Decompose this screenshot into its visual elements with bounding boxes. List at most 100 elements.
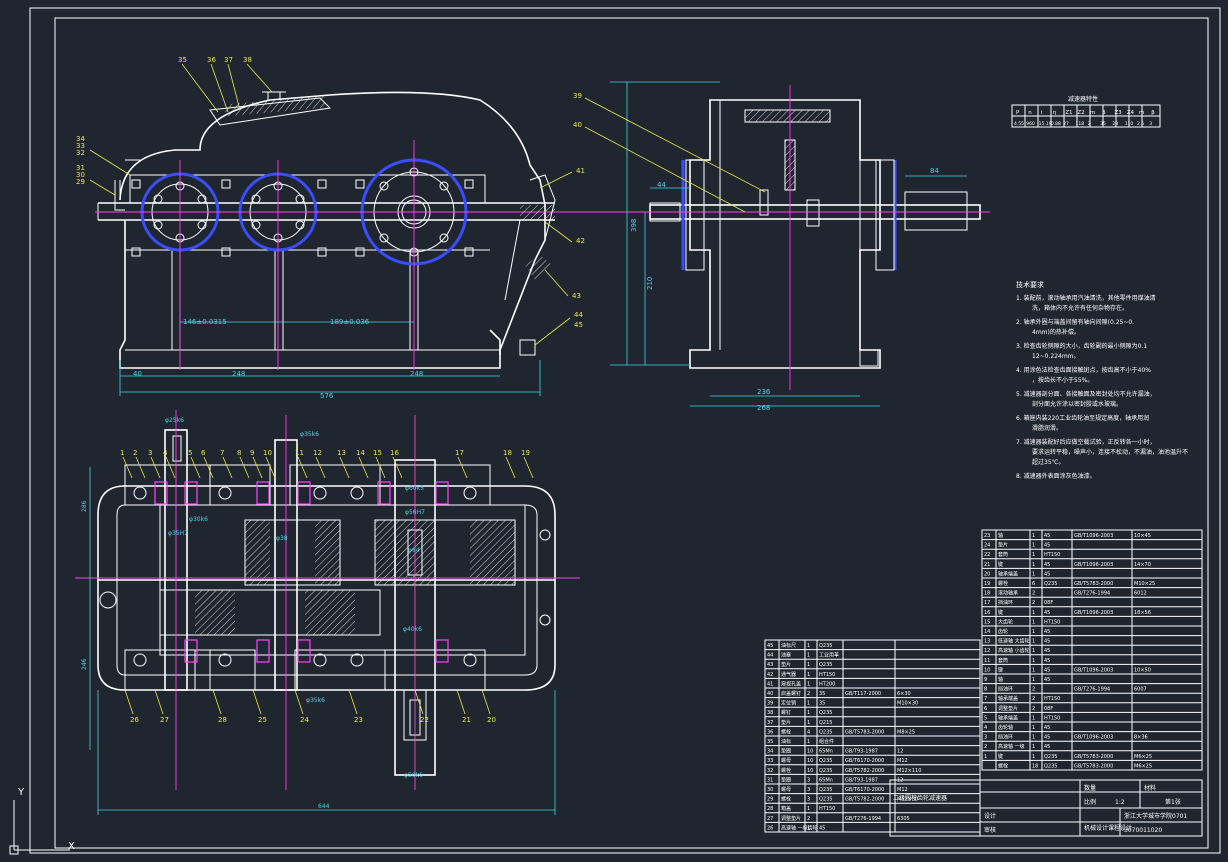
dim-268: 268 [757, 404, 770, 412]
parts-cell: 1 [1032, 629, 1035, 635]
parts-cell: 1 [1032, 648, 1035, 654]
parts-cell: 30 [767, 787, 773, 793]
title-block-check: 审核 [984, 826, 996, 834]
tech-req-title: 技术要求 [1016, 280, 1044, 289]
leader [252, 456, 263, 479]
parts-cell: 高速轴 小齿轮 [998, 647, 1030, 654]
parts-cell: 10×50 [1134, 667, 1151, 673]
parts-cell: 42 [767, 672, 773, 678]
callout: 25 [258, 716, 267, 724]
parts-cell: 45 [1044, 744, 1050, 750]
parts-cell: HT150 [1044, 552, 1060, 558]
leader [375, 456, 386, 479]
dim-248b: 248 [410, 370, 423, 378]
parts-cell: 45 [767, 643, 773, 649]
parts-cell: 45 [1044, 648, 1050, 654]
parts-cell: 1 [1032, 533, 1035, 539]
parts-cell: 1 [1032, 658, 1035, 664]
dim-236: 236 [757, 388, 771, 396]
parts-cell: 3 [807, 787, 810, 793]
spec-val: 35 [1100, 121, 1106, 127]
parts-cell: 14×70 [1134, 562, 1151, 568]
leader [339, 456, 350, 479]
spec-val: 2.5 [1137, 121, 1144, 127]
callout: 21 [462, 716, 471, 724]
parts-cell: 6007 [1134, 687, 1147, 693]
parts-cell: 9 [984, 677, 987, 683]
parts-cell: 2 [984, 744, 987, 750]
parts-cell: 45 [1044, 667, 1050, 673]
parts-cell: 38 [767, 710, 773, 716]
tech-req-line: ，按齿长不小于55%。 [1032, 376, 1093, 384]
parts-cell: Q235 [1044, 754, 1057, 760]
parts-cell: 31 [767, 777, 773, 783]
dim-text: φ35H7 [168, 530, 188, 537]
title-block-sheet: 第1张 [1165, 798, 1181, 806]
parts-cell: 10 [807, 758, 813, 764]
parts-cell: 1 [1032, 571, 1035, 577]
parts-cell: 16 [984, 610, 990, 616]
parts-cell: 1 [807, 806, 810, 812]
front-view [95, 91, 600, 396]
parts-cell: 工业用革 [819, 652, 839, 659]
parts-cell: 10 [807, 768, 813, 774]
parts-cell: 44 [767, 653, 773, 659]
parts-cell: 螺栓 [781, 728, 791, 735]
parts-cell: 08F [1044, 600, 1053, 606]
callout: 31 [76, 164, 85, 172]
parts-cell: M6×25 [1134, 754, 1152, 760]
parts-cell: 33 [767, 758, 773, 764]
parts-cell: 2 [1032, 687, 1035, 693]
outer-border [29, 7, 1221, 854]
spec-head: P [1016, 110, 1020, 116]
parts-cell: 轴承端盖 [998, 714, 1018, 721]
parts-cell: GB/T5782-2000 [845, 797, 884, 803]
dim-text: 286 [81, 500, 88, 512]
leader [297, 456, 308, 479]
parts-cell: 10×45 [1134, 533, 1151, 539]
spec-val: 27 [1063, 121, 1069, 127]
dim-84: 84 [930, 167, 939, 175]
front-callouts: 35 36 37 38 34 33 32 31 30 29 41 42 43 4… [76, 56, 585, 329]
leader [252, 689, 262, 715]
parts-cell: 2 [1032, 706, 1035, 712]
parts-cell: GB/T1096-2003 [1074, 533, 1113, 539]
callout: 35 [178, 56, 187, 64]
parts-cell: 6×30 [897, 691, 911, 697]
parts-cell: 油标尺 [781, 642, 796, 649]
parts-cell: GB/T93-1987 [845, 777, 878, 783]
parts-cell: GB/T1096-2003 [1074, 562, 1113, 568]
dim-text: φ38 [276, 535, 288, 542]
parts-cell: Q235 [819, 758, 832, 764]
callout: 13 [337, 449, 346, 457]
parts-cell: 45 [1044, 677, 1050, 683]
parts-cell: 7 [984, 696, 987, 702]
spec-val: 4.55 [1014, 121, 1024, 127]
callout: 34 [76, 135, 85, 143]
ucs-x-label: X [68, 841, 75, 852]
parts-cell: GB/T117-2000 [845, 691, 881, 697]
parts-cell: 1 [807, 681, 810, 687]
leader [190, 456, 201, 479]
parts-cell: 套筒 [998, 657, 1008, 664]
parts-cell: 18 [984, 591, 990, 597]
spec-head: n [1028, 110, 1032, 116]
parts-cell: 调整垫片 [998, 705, 1018, 712]
parts-cell: 2 [1032, 600, 1035, 606]
spec-val: 2 [1088, 121, 1091, 127]
ucs-icon [9, 800, 70, 855]
callout: 6 [201, 449, 206, 457]
parts-cell: 4 [807, 729, 810, 735]
parts-cell: 3 [807, 777, 810, 783]
callout: 23 [354, 716, 363, 724]
leader [122, 456, 133, 479]
parts-cell: 45 [1044, 543, 1050, 549]
parts-cell: 1 [1032, 754, 1035, 760]
parts-cell: 41 [767, 681, 773, 687]
parts-cell: 1 [807, 720, 810, 726]
parts-cell: Q215 [819, 720, 832, 726]
parts-cell: M12×30 [897, 797, 918, 803]
parts-cell: 45 [1044, 735, 1050, 741]
parts-cell: 14 [984, 629, 990, 635]
